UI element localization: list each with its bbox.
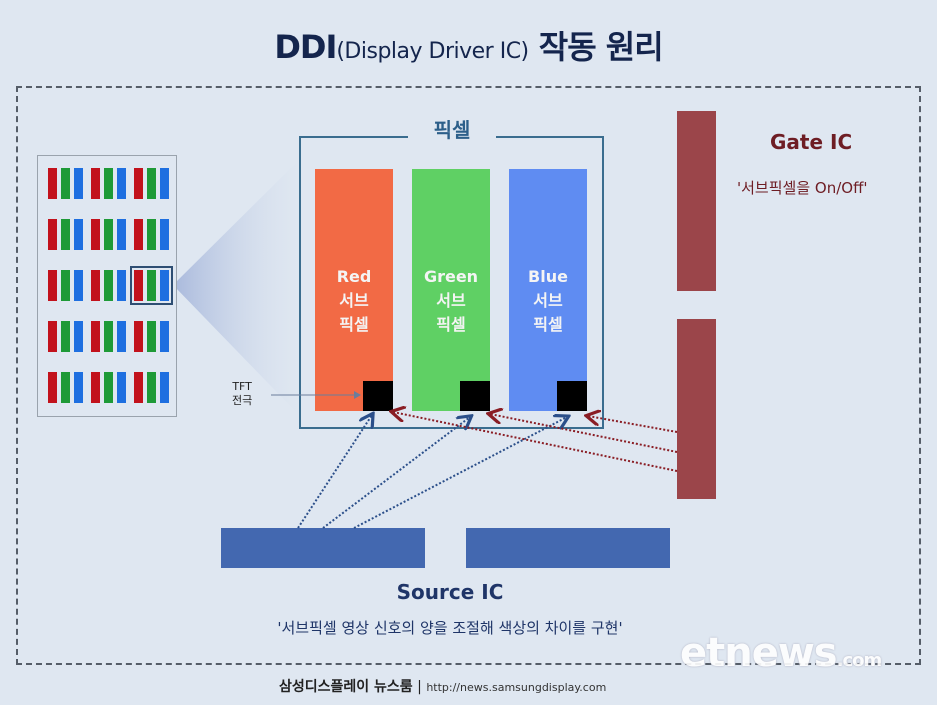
footer-separator: | [417, 679, 422, 695]
page-title: DDI(Display Driver IC) 작동 원리 [0, 22, 937, 68]
mini-subpixel [74, 321, 83, 352]
mini-subpixel [160, 270, 169, 301]
mini-subpixel [91, 372, 100, 403]
selected-pixel-highlight [130, 266, 173, 305]
tft-electrode-green [460, 381, 490, 411]
mini-subpixel [117, 168, 126, 199]
title-main: DDI [274, 28, 337, 66]
mini-subpixel [117, 219, 126, 250]
mini-subpixel [74, 270, 83, 301]
tft-electrode-blue [557, 381, 587, 411]
mini-subpixel [160, 321, 169, 352]
mini-subpixel [104, 219, 113, 250]
mini-subpixel [104, 321, 113, 352]
mini-subpixel [48, 219, 57, 250]
mini-subpixel [61, 168, 70, 199]
pixel-label: 픽셀 [408, 114, 496, 143]
mini-subpixel [147, 168, 156, 199]
mini-subpixel [61, 219, 70, 250]
mini-subpixel [134, 372, 143, 403]
source-ic-bar-right [466, 528, 670, 568]
mini-subpixel [48, 321, 57, 352]
gate-ic-desc: '서브픽셀을 On/Off' [737, 179, 868, 197]
mini-subpixel [134, 168, 143, 199]
gate-ic-bar-top [677, 111, 716, 291]
mini-subpixel [74, 168, 83, 199]
mini-subpixel [104, 372, 113, 403]
mini-subpixel [104, 270, 113, 301]
mini-subpixel [61, 372, 70, 403]
diagram-frame [16, 86, 921, 665]
mini-subpixel [91, 270, 100, 301]
gate-ic-title: Gate IC [770, 130, 853, 154]
footer: 삼성디스플레이 뉴스룸 | http://news.samsungdisplay… [279, 676, 606, 696]
mini-subpixel [61, 270, 70, 301]
mini-subpixel [160, 372, 169, 403]
mini-subpixel [147, 270, 156, 301]
mini-subpixel [48, 270, 57, 301]
mini-subpixel [61, 321, 70, 352]
mini-subpixel [147, 321, 156, 352]
mini-subpixel [134, 321, 143, 352]
title-suffix: 작동 원리 [528, 28, 664, 66]
gate-ic-bar-bottom [677, 319, 716, 499]
footer-brand: 삼성디스플레이 뉴스룸 [279, 679, 413, 695]
mini-subpixel [147, 219, 156, 250]
etnews-watermark: etnews.com [680, 630, 882, 676]
mini-subpixel [74, 372, 83, 403]
source-ic-title: Source IC [396, 580, 504, 604]
mini-subpixel [104, 168, 113, 199]
source-ic-desc: '서브픽셀 영상 신호의 양을 조절해 색상의 차이를 구현' [277, 619, 623, 637]
mini-subpixel [134, 270, 143, 301]
mini-subpixel [147, 372, 156, 403]
mini-subpixel [91, 321, 100, 352]
mini-subpixel [74, 219, 83, 250]
mini-subpixel [134, 219, 143, 250]
footer-url[interactable]: http://news.samsungdisplay.com [426, 681, 607, 694]
source-ic-bar-left [221, 528, 425, 568]
mini-display [37, 155, 177, 417]
mini-subpixel [91, 219, 100, 250]
mini-subpixel [160, 219, 169, 250]
mini-subpixel [160, 168, 169, 199]
mini-subpixel [91, 168, 100, 199]
mini-subpixel [117, 270, 126, 301]
mini-subpixel [48, 168, 57, 199]
mini-subpixel [48, 372, 57, 403]
mini-subpixel [117, 372, 126, 403]
mini-subpixel [117, 321, 126, 352]
title-sub: (Display Driver IC) [336, 39, 529, 64]
